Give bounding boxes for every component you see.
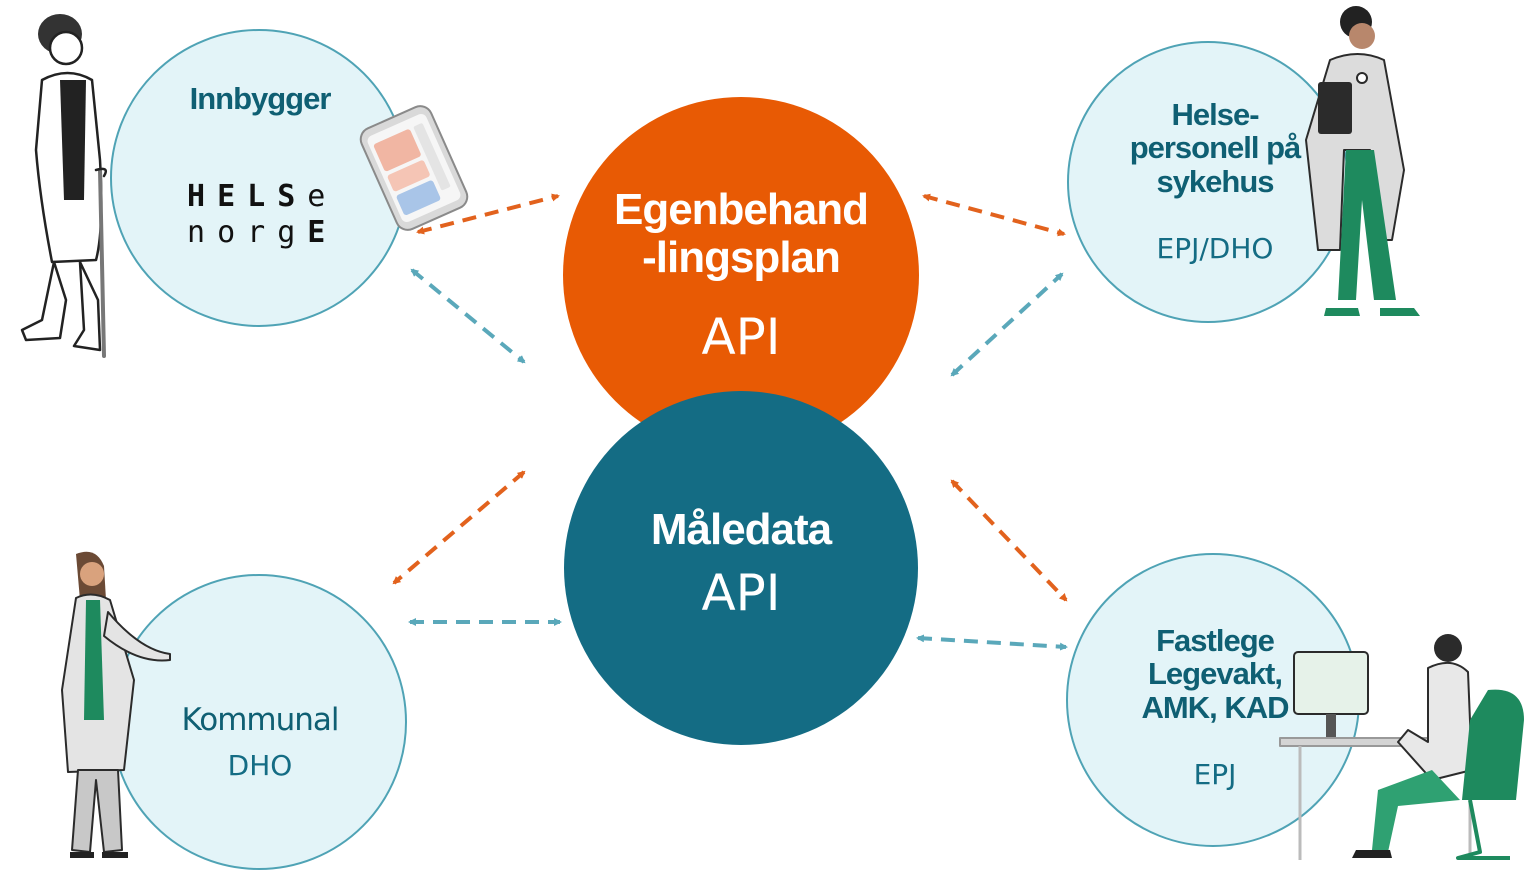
arrow-plan-sykehus [922, 193, 1066, 237]
maaledata-api-circle [564, 391, 918, 745]
maaledata-title: Måledata [650, 505, 832, 554]
arrow-maale-sykehus [950, 272, 1064, 377]
arrow-maale-fastlege [916, 634, 1068, 651]
plan-api-circle [563, 97, 919, 453]
plan-title-line2: -lingsplan [642, 232, 841, 282]
sykehus-sub: EPJ/DHO [1156, 232, 1274, 265]
nurse-icon [61, 551, 171, 858]
svg-text:HELSe: HELSe [187, 179, 337, 214]
sykehus-line2: personell på [1129, 130, 1302, 166]
smartphone-icon [359, 105, 469, 231]
fastlege-line2: Legevakt, [1147, 656, 1283, 692]
kommunal-title: Kommunal [181, 702, 339, 738]
elderly-person-icon [20, 14, 107, 358]
svg-text:norgE: norgE [187, 215, 337, 250]
arrow-innbygger-plan [416, 193, 560, 235]
arrow-innbygger-maale [410, 268, 526, 364]
arrow-plan-kommunal [392, 470, 526, 585]
sykehus-line1: Helse- [1171, 97, 1259, 132]
fastlege-sub: EPJ [1193, 758, 1237, 791]
fastlege-line1: Fastlege [1156, 623, 1275, 658]
kommunal-sub: DHO [227, 749, 293, 782]
fastlege-line3: AMK, KAD [1141, 689, 1290, 725]
maaledata-api-label: API [701, 564, 781, 622]
arrow-plan-fastlege [950, 479, 1068, 602]
innbygger-circle [110, 29, 408, 327]
doctor-icon [1305, 6, 1420, 316]
helsenorge-logo: HELSe norgE [187, 179, 337, 250]
plan-api-label: API [701, 308, 781, 366]
plan-title-line1: Egenbehand [613, 185, 869, 234]
innbygger-title: Innbygger [189, 81, 332, 116]
sykehus-line3: sykehus [1156, 163, 1274, 199]
doctor-at-computer-icon [1279, 634, 1524, 860]
